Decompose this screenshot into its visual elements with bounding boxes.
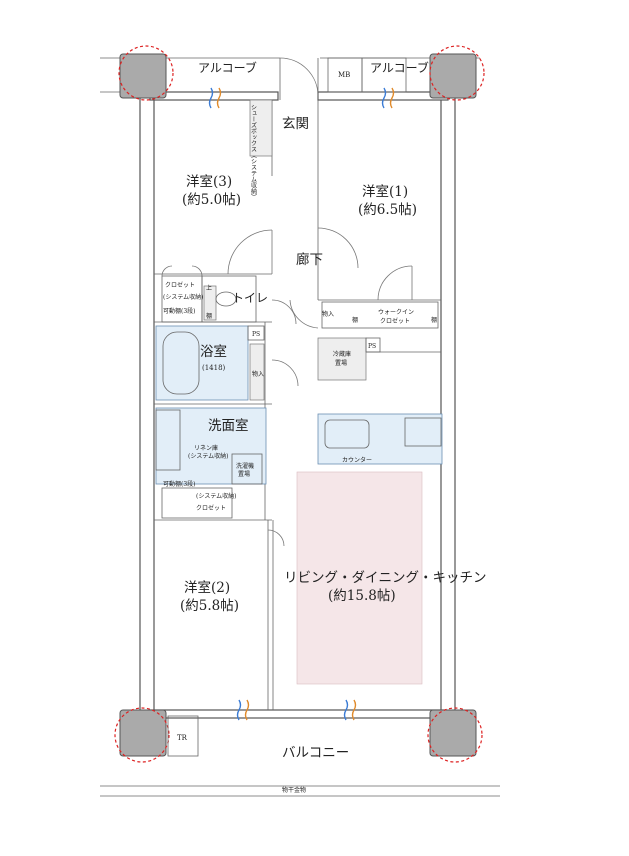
label-bath-name: 浴室 (200, 343, 227, 360)
label-wic-2: クロゼット (380, 317, 410, 325)
bathroom (155, 325, 265, 401)
label-linen-2: (システム収納) (188, 452, 229, 460)
balcony (100, 715, 500, 797)
structural-columns (114, 45, 485, 763)
outer-walls (139, 91, 456, 719)
label-linen-1: リネン庫 (194, 444, 218, 452)
label-shelf-wic-right: 棚 (431, 316, 437, 324)
label-bath-size: (1418) (202, 364, 226, 372)
label-washroom: 洗面室 (208, 417, 249, 434)
label-western1-size: (約6.5帖) (358, 202, 417, 218)
ldk-floor (296, 471, 423, 685)
label-entrance: 玄関 (282, 115, 309, 132)
label-alcove-right: アルコーブ (370, 60, 429, 75)
label-movable-shelf-w2: 可動棚(3段) (163, 480, 196, 488)
label-closet-w3: クロゼット (165, 281, 195, 289)
label-mb: MB (338, 71, 350, 79)
label-balcony: バルコニー (282, 745, 349, 761)
label-fridge-1: 冷蔵庫 (333, 350, 351, 358)
label-western1-name: 洋室(1) (362, 183, 408, 200)
label-ldk-size: (約15.8帖) (328, 588, 396, 604)
vent-icons (208, 87, 395, 721)
label-western3-size: (約5.0帖) (182, 192, 241, 208)
label-alcove-left: アルコーブ (198, 60, 257, 75)
label-western3-name: 洋室(3) (186, 173, 232, 190)
label-western2-name: 洋室(2) (184, 579, 230, 596)
label-counter: カウンター (342, 456, 372, 464)
walkin-closet (321, 301, 439, 353)
label-western2-size: (約5.8帖) (180, 598, 239, 614)
label-fridge-2: 置場 (335, 359, 347, 367)
label-sys-storage-w2: (システム収納) (196, 492, 237, 500)
label-ps-kitchen: PS (368, 343, 376, 350)
label-corridor: 廊下 (296, 251, 323, 268)
label-shoe-box: シューズボックス（システム収納） (250, 104, 257, 200)
label-washer-1: 洗濯機 (236, 462, 254, 470)
label-storage-wic: 物入 (322, 310, 334, 318)
label-toilet: トイレ (232, 291, 268, 305)
label-closet-w2: クロゼット (196, 504, 226, 512)
shoe-box (249, 99, 273, 157)
label-ps-bath: PS (252, 331, 260, 338)
label-drying-rack: 物干金物 (282, 786, 306, 794)
toilet-room (201, 275, 257, 323)
label-closet-w3-shelf: 可動棚(3段) (163, 307, 196, 315)
label-storage-bath: 物入 (252, 370, 264, 378)
label-wic-1: ウォークイン (378, 308, 414, 316)
room-labels: アルコーブ アルコーブ MB 玄関 シューズボックス（システム収納） 洋室(3)… (163, 60, 487, 794)
label-washer-2: 置場 (238, 470, 250, 478)
label-tr: TR (177, 734, 188, 742)
door-swings (227, 227, 413, 547)
kitchen (317, 337, 443, 465)
label-toilet-upper: 上 (206, 284, 212, 292)
washroom (155, 407, 267, 519)
label-ldk-name: リビング・ダイニング・キッチン (284, 570, 487, 586)
label-shelf-wic-left: 棚 (352, 316, 358, 324)
label-closet-w3-sys: (システム収納) (163, 293, 204, 301)
label-toilet-shelf: 棚 (206, 312, 212, 320)
